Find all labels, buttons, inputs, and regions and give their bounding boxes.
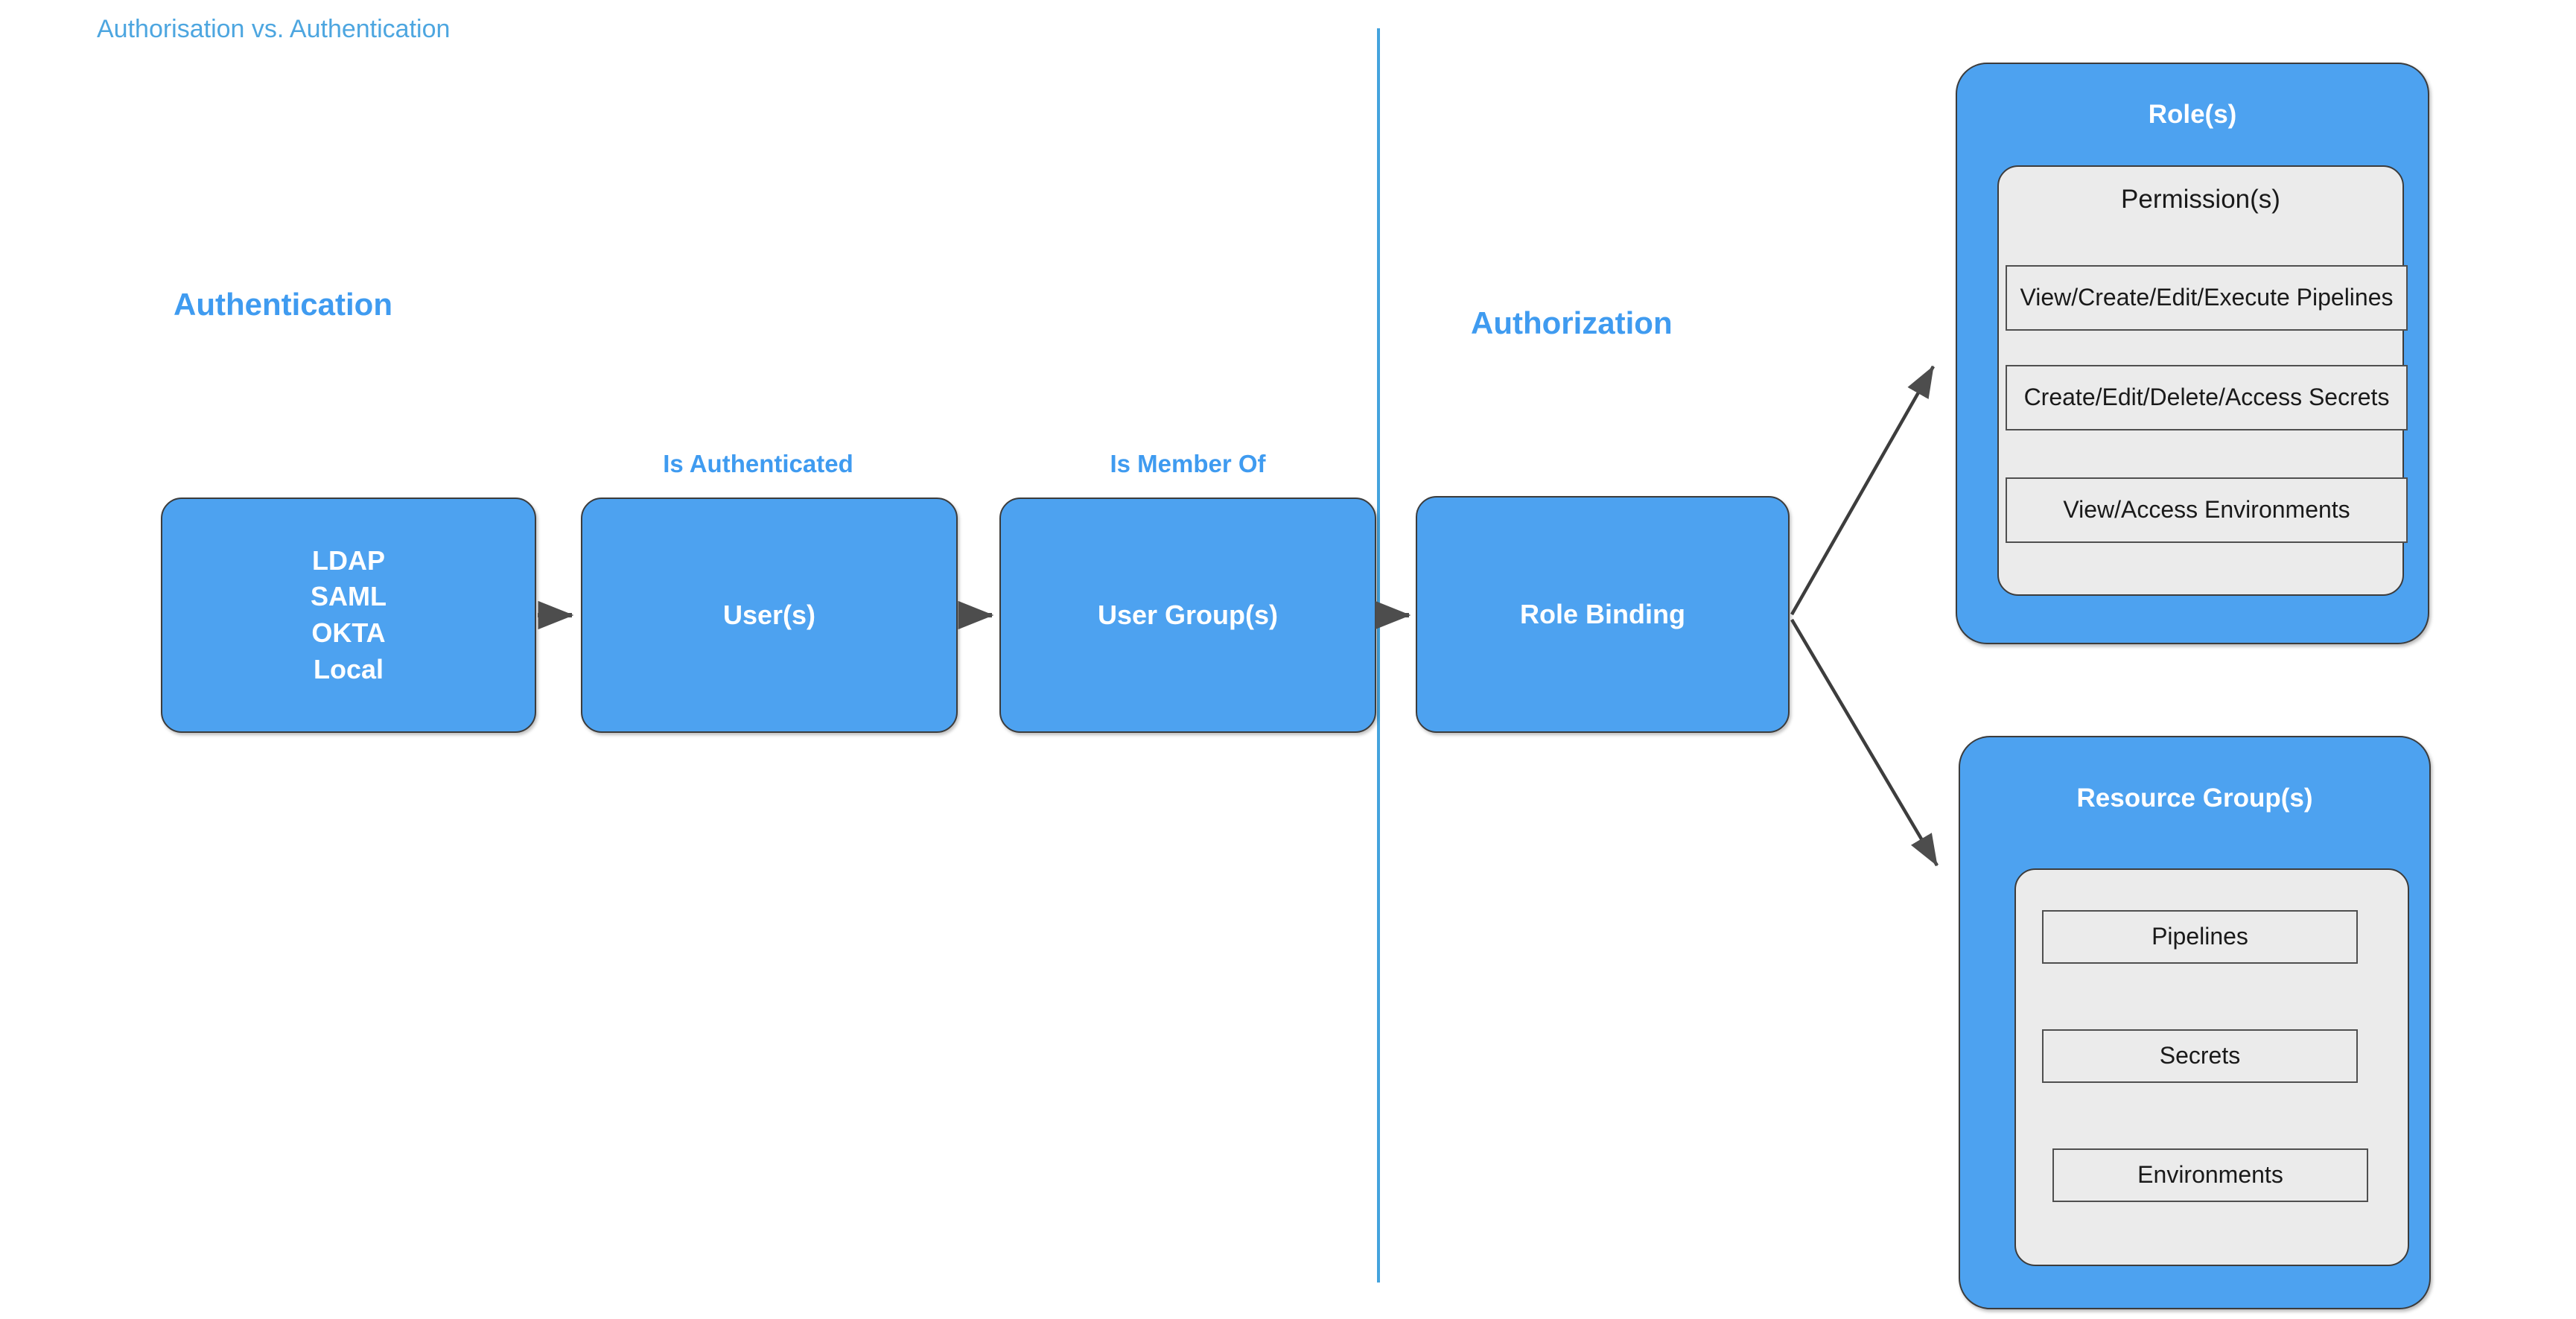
page-title: Authorisation vs. Authentication xyxy=(97,15,451,43)
identity-provider-local: Local xyxy=(313,653,384,684)
resource-item-secrets[interactable]: Secrets xyxy=(2042,1029,2358,1083)
flow-node-user-groups-label: User Group(s) xyxy=(1097,599,1279,630)
flow-node-user-groups[interactable]: User Group(s) xyxy=(999,498,1376,733)
edge-label-is-member-of: Is Member Of xyxy=(1110,450,1266,477)
flow-node-role-binding[interactable]: Role Binding xyxy=(1416,496,1790,733)
roles-panel-title: Role(s) xyxy=(2148,100,2237,129)
permission-item-environments[interactable]: View/Access Environments xyxy=(2006,477,2408,543)
arrow-role-binding-to-roles xyxy=(1790,365,1935,616)
section-divider xyxy=(1377,28,1380,1283)
resource-item-environments[interactable]: Environments xyxy=(2052,1148,2368,1202)
flow-node-identity-providers[interactable]: LDAP SAML OKTA Local xyxy=(161,498,536,733)
flow-node-users-label: User(s) xyxy=(722,599,816,630)
identity-provider-okta: OKTA xyxy=(311,617,386,648)
edge-label-is-authenticated: Is Authenticated xyxy=(663,450,853,477)
resource-item-pipelines[interactable]: Pipelines xyxy=(2042,910,2358,964)
flow-node-users[interactable]: User(s) xyxy=(581,498,958,733)
identity-provider-saml: SAML xyxy=(311,581,387,612)
identity-provider-ldap: LDAP xyxy=(312,544,385,576)
permission-item-pipelines[interactable]: View/Create/Edit/Execute Pipelines xyxy=(2006,265,2408,331)
section-heading-authentication: Authentication xyxy=(174,287,392,322)
resource-groups-panel-title: Resource Group(s) xyxy=(2076,784,2313,813)
arrow-role-binding-to-resource-groups xyxy=(1790,618,1939,867)
section-heading-authorization: Authorization xyxy=(1471,305,1673,340)
permissions-title: Permission(s) xyxy=(2121,185,2280,214)
permission-item-secrets[interactable]: Create/Edit/Delete/Access Secrets xyxy=(2006,365,2408,430)
flow-node-role-binding-label: Role Binding xyxy=(1520,598,1685,629)
